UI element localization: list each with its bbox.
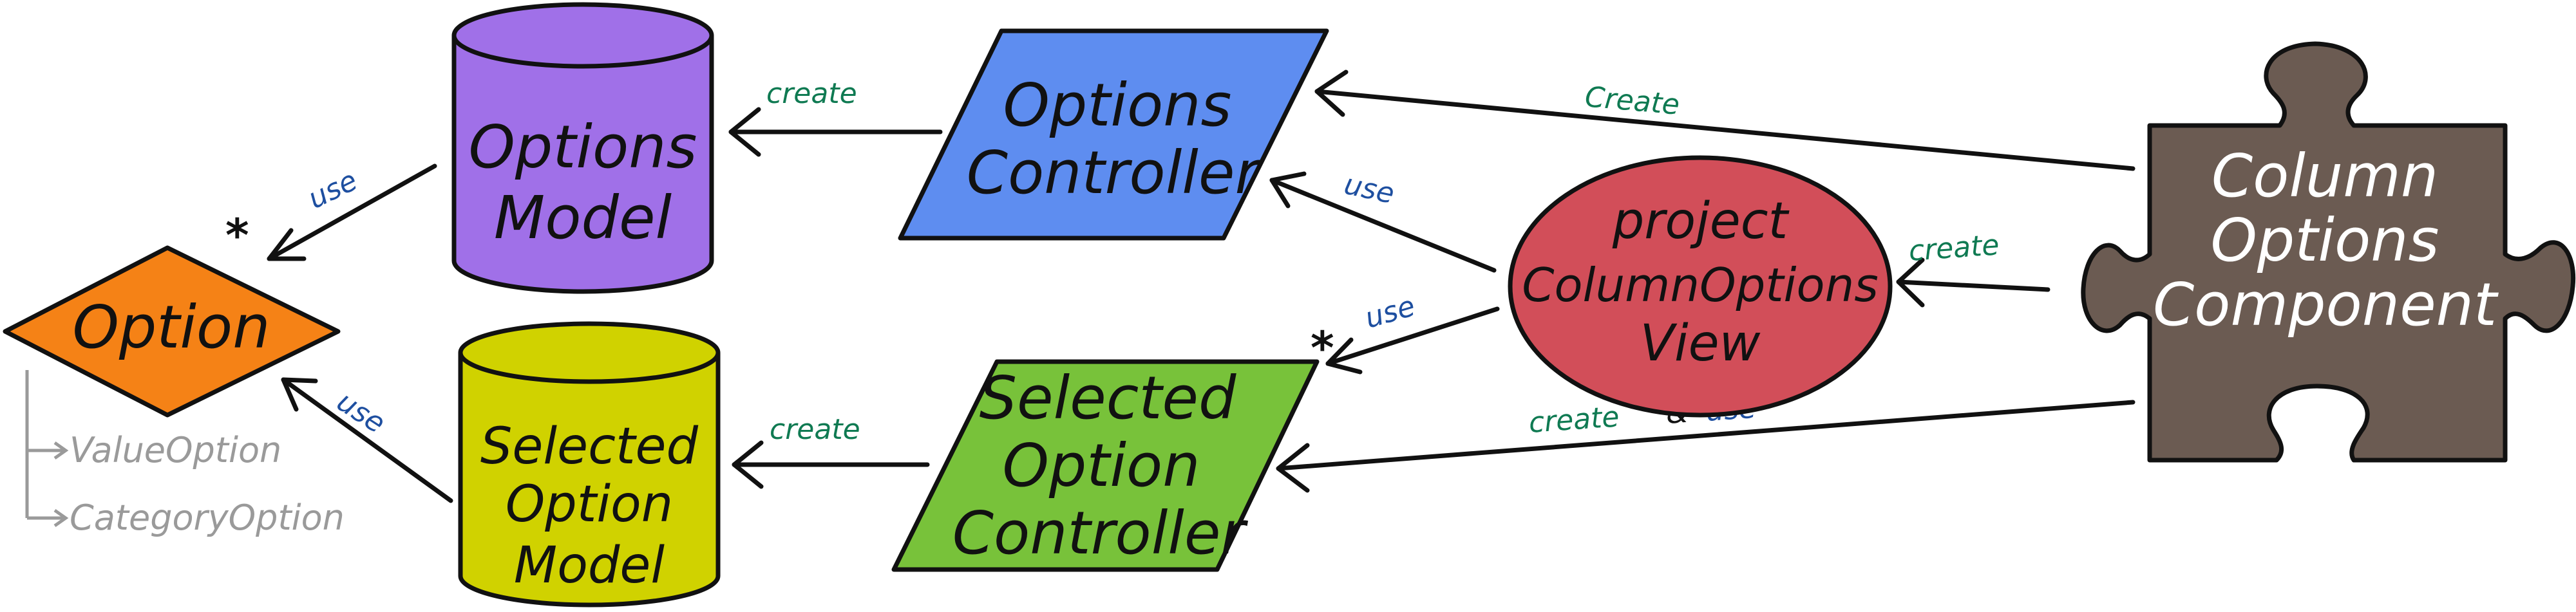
options-model-cylinder-shape — [451, 35, 714, 294]
options-controller-parallelogram-shape — [898, 28, 1329, 241]
edge-view-uses-options-controller: use — [1269, 168, 1497, 273]
edge-label-use: use — [303, 164, 362, 216]
edge-label-create: create — [1908, 228, 2000, 268]
selected-option-controller-label-line3: Controller — [952, 499, 1249, 568]
selected-option-model-label-line2: Option — [506, 476, 673, 533]
view-label-line2: ColumnOptions — [1522, 258, 1879, 312]
component-label-line2: Options — [2211, 206, 2439, 275]
edge-label-use: use — [1341, 168, 1397, 210]
options-model-cylinder-top — [451, 2, 714, 69]
option-diamond-shape — [3, 245, 341, 418]
component-label-line3: Component — [2153, 270, 2499, 339]
node-column-options-component: Column Options Component — [2081, 41, 2576, 463]
edge-options-controller-creates-model: create — [728, 77, 943, 157]
option-label: Option — [72, 293, 270, 362]
options-controller-label-line1: Options — [1003, 71, 1232, 140]
options-controller-label-line2: Controller — [967, 138, 1263, 207]
edge-label-use: use — [331, 385, 391, 440]
view-ellipse-shape — [1508, 155, 1893, 418]
edge-label-create: create — [1528, 400, 1620, 440]
edge-label-create: create — [766, 77, 857, 110]
node-options-model: Options Model — [451, 2, 714, 294]
selected-option-controller-parallelogram-shape — [891, 359, 1320, 572]
view-label-line3: View — [1640, 315, 1761, 373]
edge-label-use: use — [1361, 290, 1419, 335]
selected-option-model-cylinder-shape — [458, 353, 721, 607]
node-selected-option-model: Selected Option Model — [458, 321, 721, 607]
selected-option-controller-label-line1: Selected — [980, 364, 1236, 432]
edge-options-model-uses-option: use * — [225, 163, 437, 262]
selected-option-model-label-line3: Model — [514, 537, 665, 595]
multiplicity-star: * — [225, 209, 249, 262]
node-project-column-options-view: project ColumnOptions View — [1508, 155, 1893, 418]
edge-component-creates-options-controller: Create — [1314, 70, 2136, 171]
selected-option-model-label-line1: Selected — [480, 418, 699, 476]
options-model-label-line2: Model — [494, 183, 672, 252]
component-label-line1: Column — [2211, 142, 2438, 210]
view-label-line1: project — [1612, 192, 1790, 250]
selected-option-controller-label-line2: Option — [1002, 431, 1200, 500]
edge-selected-model-uses-option: use — [281, 377, 453, 503]
subtype-value-option: ValueOption — [70, 430, 281, 470]
node-option: Option — [3, 245, 341, 418]
selected-option-model-cylinder-top — [458, 321, 721, 384]
option-subtypes: ValueOption CategoryOption — [25, 370, 345, 538]
edge-component-creates-view: create — [1896, 228, 2050, 308]
edge-label-create: Create — [1584, 80, 1681, 122]
edge-view-uses-selected-controller: use * — [1311, 290, 1500, 375]
component-puzzle-piece-shape — [2081, 41, 2576, 463]
edge-selected-controller-creates-model: create — [732, 413, 930, 489]
node-selected-option-controller: Selected Option Controller — [891, 359, 1320, 572]
edge-label-create: create — [770, 413, 860, 446]
options-model-label-line1: Options — [469, 113, 697, 181]
node-options-controller: Options Controller — [898, 28, 1329, 241]
subtype-category-option: CategoryOption — [70, 497, 345, 538]
